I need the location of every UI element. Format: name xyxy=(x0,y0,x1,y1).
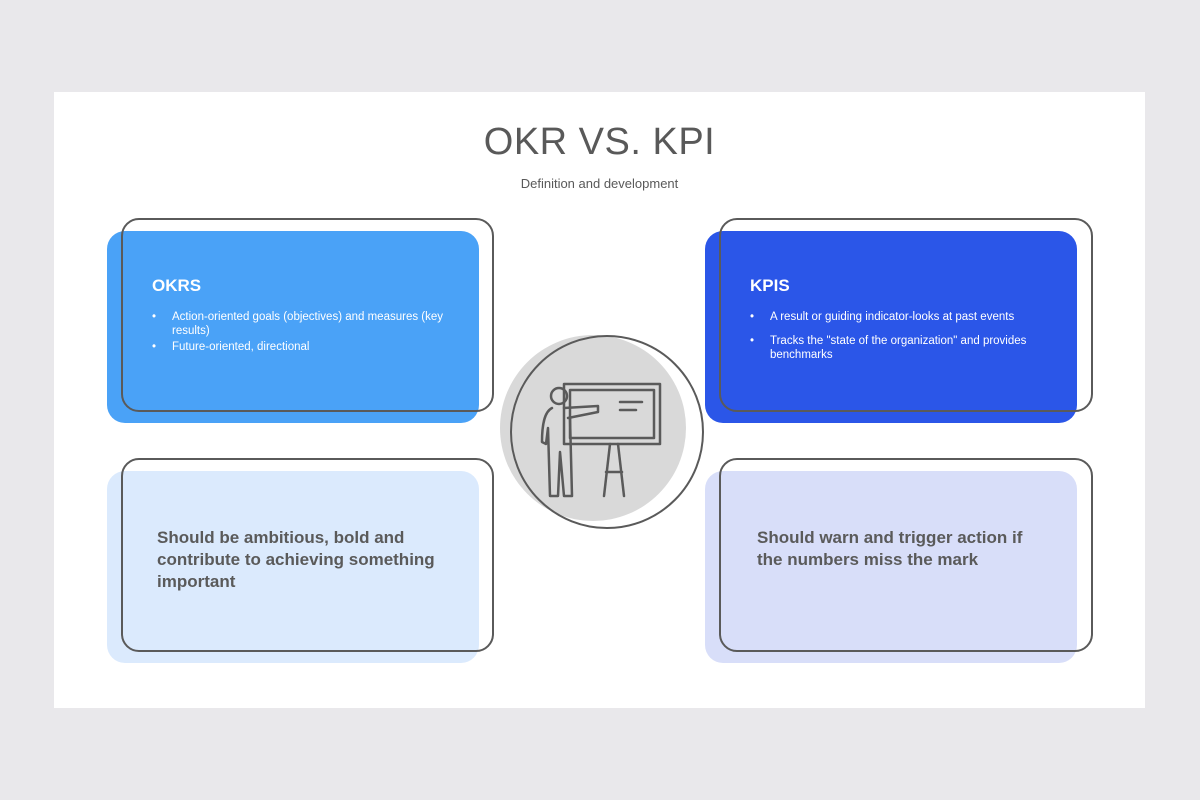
kpis-statement-card xyxy=(705,471,1077,663)
slide-subtitle: Definition and development xyxy=(520,176,679,191)
kpis-bullet: A result or guiding indicator-looks at p… xyxy=(750,310,1070,324)
kpis-card-outline xyxy=(719,218,1093,412)
kpis-heading: KPIS xyxy=(750,276,790,295)
kpis-card xyxy=(705,231,1077,423)
okrs-card-outline xyxy=(121,218,494,412)
okrs-statement-outline xyxy=(121,458,494,652)
kpis-bullet-list: A result or guiding indicator-looks at p… xyxy=(750,310,1070,372)
okrs-heading: OKRS xyxy=(152,276,202,295)
okrs-bullet: Future-oriented, directional xyxy=(152,340,472,354)
slide-title: OKR VS. KPI xyxy=(483,121,716,163)
okrs-bullet-list: Action-oriented goals (objectives) and m… xyxy=(152,310,472,356)
okrs-bullet: Action-oriented goals (objectives) and m… xyxy=(152,310,472,338)
kpis-bullet: Tracks the "state of the organization" a… xyxy=(750,334,1070,362)
slide: OKR VS. KPI Definition and development O… xyxy=(54,92,1145,708)
kpis-statement: Should warn and trigger action if the nu… xyxy=(757,528,1023,569)
okrs-statement-card xyxy=(107,471,479,663)
center-ring xyxy=(510,335,704,529)
okrs-statement: Should be ambitious, bold and contribute… xyxy=(157,528,435,591)
kpis-statement-outline xyxy=(719,458,1093,652)
presenter-at-board-icon xyxy=(540,382,662,498)
